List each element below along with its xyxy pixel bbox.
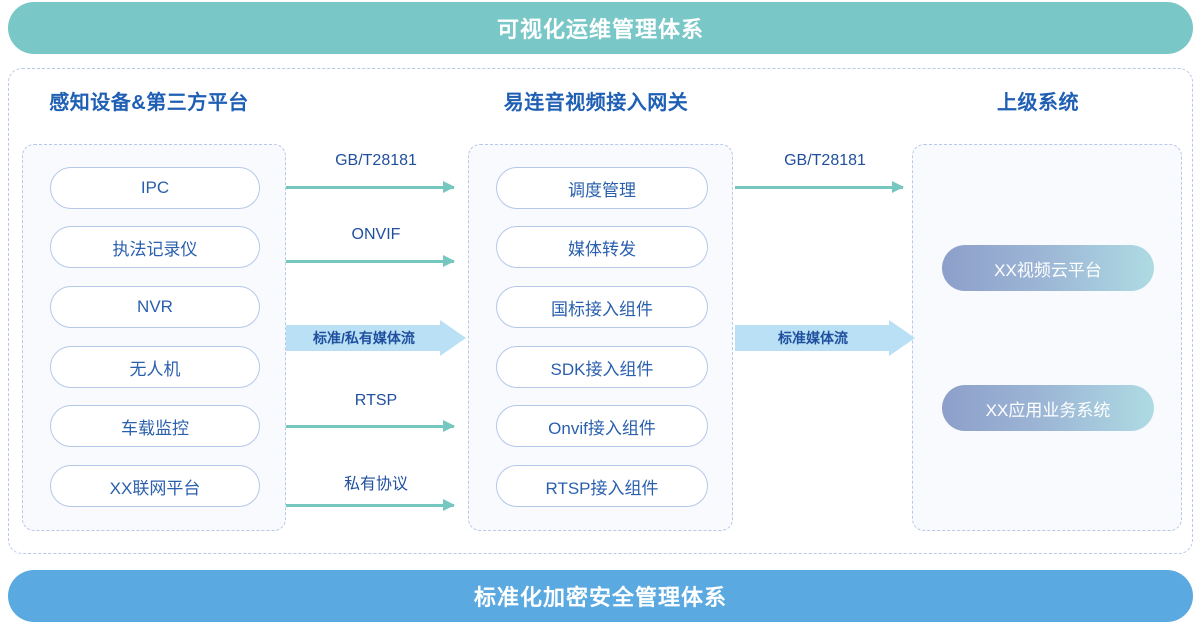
bottom-banner-label: 标准化加密安全管理体系 <box>473 585 727 610</box>
pill-label: 无人机 <box>129 359 181 379</box>
column-middle-title: 易连音视频接入网关 <box>503 92 689 114</box>
pill-label: 车载监控 <box>121 418 189 438</box>
connector-label-onvif: ONVIF <box>351 226 401 243</box>
connector-label-private-protocol: 私有协议 <box>343 476 408 493</box>
gateway-pill-onvif-access-component[interactable]: Onvif接入组件 <box>496 405 708 447</box>
pill-label: 国标接入组件 <box>551 299 653 319</box>
column-right: 上级系统 <box>904 68 1172 115</box>
pill-label: XX视频云平台 <box>994 260 1102 280</box>
column-left: 感知设备&第三方平台 <box>14 68 284 115</box>
connector-arrow-rtsp <box>286 420 455 432</box>
connector-label-standard-private-media-stream: 标准/私有媒体流 <box>313 330 415 346</box>
gateway-pill-rtsp-access-component[interactable]: RTSP接入组件 <box>496 465 708 507</box>
column-middle: 易连音视频接入网关 <box>460 68 732 115</box>
block-arrow-shaft <box>286 325 440 351</box>
pill-label: NVR <box>137 297 173 316</box>
device-pill-ipc[interactable]: IPC <box>50 167 260 209</box>
connector-arrow-onvif <box>286 255 455 267</box>
top-banner: 可视化运维管理体系 <box>8 2 1193 54</box>
connector-label-standard-media-stream: 标准媒体流 <box>778 330 848 346</box>
upper-system-pill-business-system[interactable]: XX应用业务系统 <box>942 385 1154 431</box>
device-pill-drone[interactable]: 无人机 <box>50 346 260 388</box>
group-box-right <box>912 144 1182 531</box>
connector-label-gbt28181-right: GB/T28181 <box>784 152 866 169</box>
pill-label: XX联网平台 <box>109 478 201 498</box>
connector-block-arrow-standard-private-media-stream: 标准/私有媒体流 <box>286 320 466 356</box>
pill-label: IPC <box>140 178 170 197</box>
pill-label: 执法记录仪 <box>112 239 198 259</box>
pill-label: RTSP接入组件 <box>545 478 659 498</box>
connector-arrow-gbt28181-left <box>286 181 455 193</box>
connector-arrow-gbt28181-right <box>735 181 904 193</box>
connector-label-gbt28181-left: GB/T28181 <box>335 152 417 169</box>
connector-label-rtsp: RTSP <box>354 392 398 409</box>
pill-label: 媒体转发 <box>568 239 636 259</box>
block-arrow-head <box>440 320 466 356</box>
gateway-pill-gb-access-component[interactable]: 国标接入组件 <box>496 286 708 328</box>
top-banner-label: 可视化运维管理体系 <box>496 17 704 42</box>
upper-system-pill-video-cloud[interactable]: XX视频云平台 <box>942 245 1154 291</box>
pill-label: XX应用业务系统 <box>985 400 1111 420</box>
pill-label: SDK接入组件 <box>550 359 654 379</box>
bottom-banner: 标准化加密安全管理体系 <box>8 570 1193 622</box>
gateway-pill-sdk-access-component[interactable]: SDK接入组件 <box>496 346 708 388</box>
device-pill-nvr[interactable]: NVR <box>50 286 260 328</box>
gateway-pill-media-forwarding[interactable]: 媒体转发 <box>496 226 708 268</box>
column-left-title: 感知设备&第三方平台 <box>49 92 249 114</box>
device-pill-law-recorder[interactable]: 执法记录仪 <box>50 226 260 268</box>
connector-block-arrow-standard-media-stream: 标准媒体流 <box>735 320 915 356</box>
device-pill-vehicle-monitor[interactable]: 车载监控 <box>50 405 260 447</box>
block-arrow-shaft <box>735 325 889 351</box>
gateway-pill-dispatch-management[interactable]: 调度管理 <box>496 167 708 209</box>
connector-arrow-private-protocol <box>286 499 455 511</box>
device-pill-xx-network-platform[interactable]: XX联网平台 <box>50 465 260 507</box>
block-arrow-head <box>889 320 915 356</box>
pill-label: 调度管理 <box>568 180 636 200</box>
pill-label: Onvif接入组件 <box>548 418 656 438</box>
column-right-title: 上级系统 <box>997 92 1079 114</box>
